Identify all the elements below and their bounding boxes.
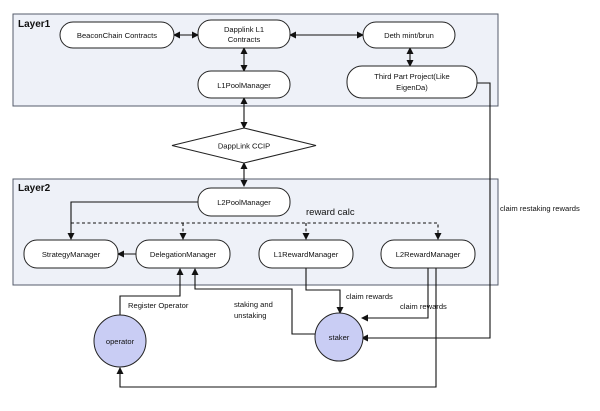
node-l1-pool-manager-label: L1PoolManager [217,81,271,90]
node-operator-label: operator [106,337,135,346]
label-staking-line2: unstaking [234,311,267,320]
edge-reward-calc [71,222,442,240]
node-l2-pool-manager [197,187,291,217]
node-l2-reward-manager-label: L2RewardManager [396,250,461,259]
edge-l2reward-staker [361,268,429,322]
edge-l2pool-strategy [67,201,198,240]
node-dapplink-l1-label-2: Contracts [228,35,261,44]
layer1-title: Layer1 [18,19,51,30]
label-reward-calc: reward calc [306,207,355,218]
node-ccip-label: DappLink CCIP [218,142,270,151]
edge-operator-delegation [119,268,184,315]
node-deth [362,21,456,49]
node-l2-reward-manager [380,239,476,269]
node-staker [314,312,364,362]
node-l1-reward-manager [258,239,354,269]
node-delegation-manager [135,239,231,269]
node-staker-label: staker [329,333,350,342]
node-strategy-manager-label: StrategyManager [42,250,101,259]
label-claim-restaking-rewards: claim restaking rewards [500,204,580,213]
label-claim-rewards-1: claim rewards [346,292,393,301]
node-l2-pool-manager-label: L2PoolManager [217,198,271,207]
node-delegation-manager-label: DelegationManager [150,250,217,259]
label-claim-rewards-2: claim rewards [400,302,447,311]
node-dapplink-l1-label-1: Dapplink L1 [224,25,264,34]
label-register-operator: Register Operator [128,301,189,310]
edge-l1reward-staker [305,268,344,314]
node-dapplink-l1 [197,19,291,49]
label-staking-line1: staking and [234,300,273,309]
node-ccip [171,127,317,164]
node-l1-reward-manager-label: L1RewardManager [274,250,339,259]
node-deth-label: Deth mint/brun [384,31,434,40]
node-l1-pool-manager [197,70,291,99]
node-beaconchain-label: BeaconChain Contracts [77,31,157,40]
node-beaconchain [59,21,175,49]
node-operator [93,314,147,368]
edge-l2reward-operator [116,268,437,388]
node-third-party [346,65,478,99]
edge-thirdparty-staker [361,82,491,342]
layer2-title: Layer2 [18,183,51,194]
node-third-party-label-2: EigenDa) [396,83,428,92]
node-strategy-manager [23,239,119,269]
node-third-party-label-1: Third Part Project(Like [374,72,450,81]
edge-staker-delegation [191,268,315,335]
